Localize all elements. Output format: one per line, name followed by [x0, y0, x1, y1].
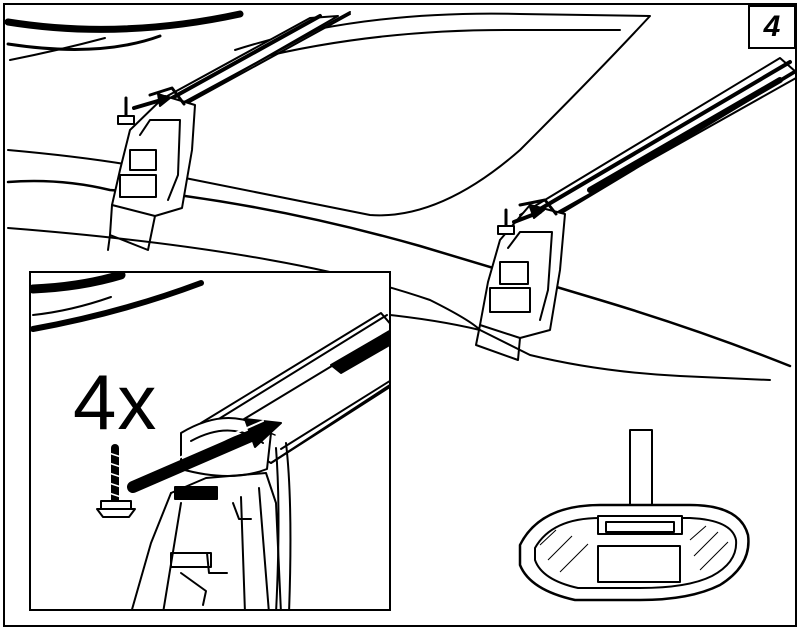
rear-crossbar	[159, 11, 351, 115]
front-foot	[475, 198, 566, 361]
quantity-label: 4x	[73, 358, 158, 446]
profile-cross-section	[518, 429, 750, 602]
page-frame	[3, 3, 797, 627]
rear-foot	[107, 86, 196, 251]
front-crossbar	[519, 57, 797, 223]
bolt-icon-small-left	[117, 96, 135, 125]
sunroof-outline	[184, 12, 651, 217]
bolt-icon-small-right	[497, 208, 515, 235]
insert-arrow-icon	[127, 418, 282, 493]
detail-drawing	[31, 273, 389, 609]
roof-edge-line	[6, 179, 792, 368]
bolt-icon	[96, 444, 136, 518]
detail-inset: 4x	[29, 271, 391, 611]
step-number: 4	[748, 5, 796, 49]
